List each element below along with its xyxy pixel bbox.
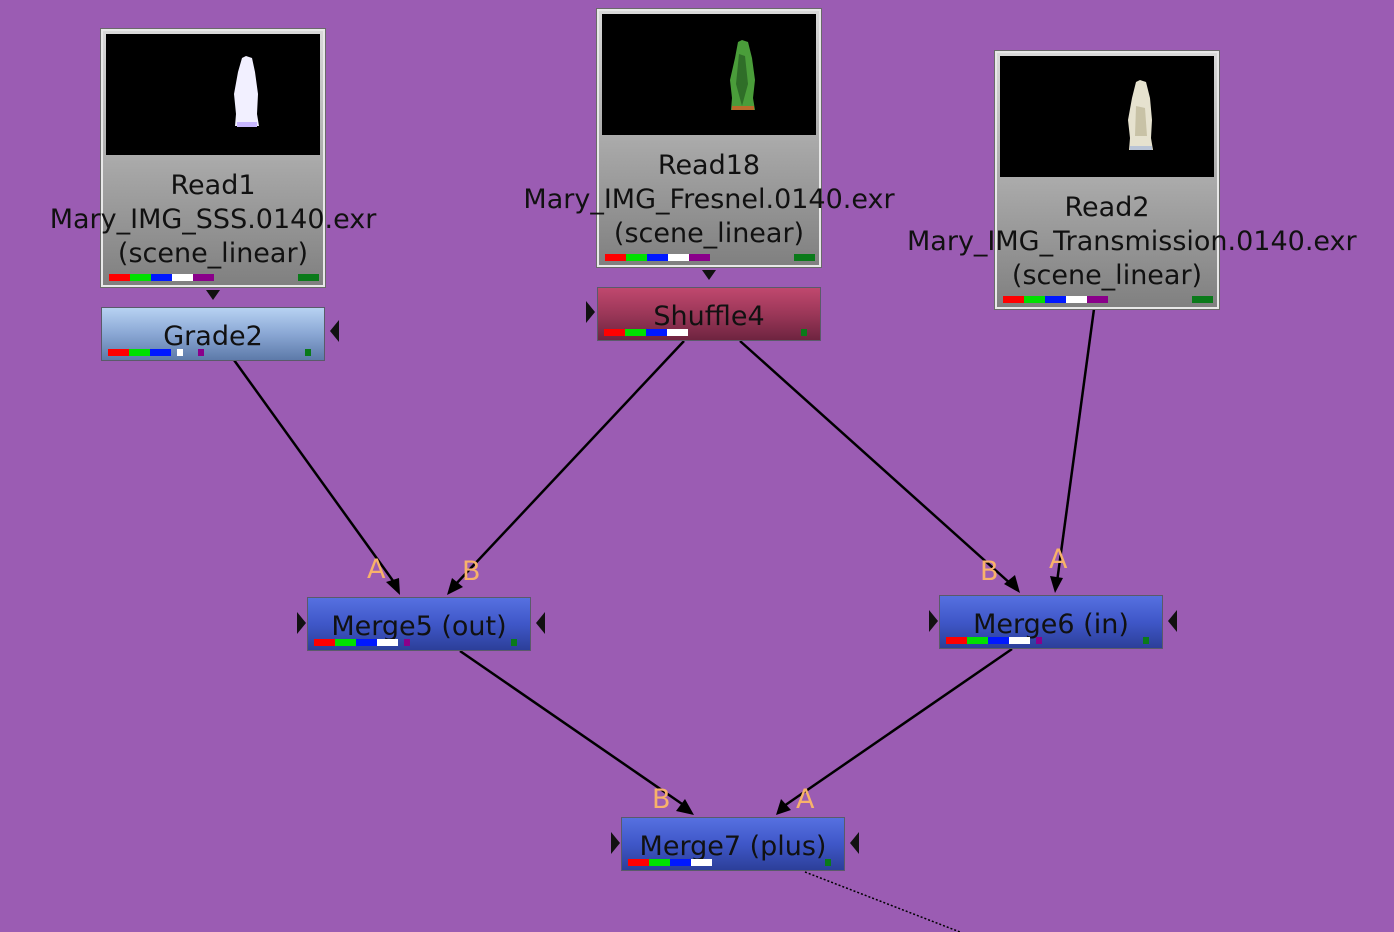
read1-filename: Mary_IMG_SSS.0140.exr bbox=[49, 204, 377, 235]
read1-colorspace: (scene_linear) bbox=[117, 238, 309, 269]
merge5-input-b-label: B bbox=[462, 556, 481, 587]
read2-node[interactable]: Read2 Mary_IMG_Transmission.0140.exr (sc… bbox=[907, 50, 1357, 310]
read18-colorspace: (scene_linear) bbox=[613, 218, 805, 249]
merge7-label: Merge7 (plus) bbox=[639, 831, 827, 862]
arrowhead-merge7-b bbox=[676, 799, 694, 815]
read2-filename: Mary_IMG_Transmission.0140.exr bbox=[907, 226, 1357, 257]
read18-name: Read18 bbox=[657, 150, 761, 181]
shuffle4-node[interactable]: Shuffle4 bbox=[597, 287, 821, 341]
read1-channel-bar bbox=[109, 274, 214, 281]
read1-name: Read1 bbox=[170, 170, 256, 201]
merge6-input-a-label: A bbox=[1049, 544, 1068, 575]
merge7-mask-input-arrow[interactable] bbox=[850, 832, 859, 854]
merge5-label: Merge5 (out) bbox=[331, 611, 507, 642]
wire-shuffle4-to-merge6-b bbox=[739, 340, 1013, 586]
read2-colorspace: (scene_linear) bbox=[1011, 260, 1203, 291]
read2-thumbnail bbox=[1000, 56, 1214, 177]
read1-node[interactable]: Read1 Mary_IMG_SSS.0140.exr (scene_linea… bbox=[50, 28, 376, 288]
merge7-node[interactable]: Merge7 (plus) bbox=[621, 817, 845, 871]
merge7-channel-bar bbox=[628, 859, 712, 866]
merge5-input-arrow[interactable] bbox=[297, 612, 306, 634]
shuffle4-status-indicator bbox=[801, 329, 807, 336]
output-wire-dotted bbox=[804, 871, 961, 932]
read18-channel-bar bbox=[605, 254, 710, 261]
merge6-mask-input-arrow[interactable] bbox=[1168, 610, 1177, 632]
shuffle4-channel-bar bbox=[604, 329, 688, 336]
arrowhead-merge5-b bbox=[447, 578, 463, 595]
read2-label: Read2 Mary_IMG_Transmission.0140.exr (sc… bbox=[907, 191, 1357, 293]
merge7-input-b-label: B bbox=[652, 784, 671, 815]
wire-grade2-to-merge5-a bbox=[232, 359, 398, 586]
arrowhead-merge6-a bbox=[1050, 576, 1063, 593]
arrowhead-merge7-a bbox=[776, 799, 791, 815]
merge5-mask-input-arrow[interactable] bbox=[536, 612, 545, 634]
shuffle4-label: Shuffle4 bbox=[653, 301, 765, 332]
merge6-label: Merge6 (in) bbox=[973, 609, 1129, 640]
shuffle4-input-arrow[interactable] bbox=[586, 301, 595, 323]
merge6-node[interactable]: Merge6 (in) bbox=[939, 595, 1163, 649]
grade2-label: Grade2 bbox=[163, 321, 263, 352]
read1-output-arrow bbox=[206, 290, 220, 300]
read18-label: Read18 Mary_IMG_Fresnel.0140.exr (scene_… bbox=[509, 149, 909, 251]
grade2-node[interactable]: Grade2 bbox=[101, 307, 325, 361]
merge5-input-a-label: A bbox=[367, 554, 386, 585]
read1-status-indicator bbox=[298, 274, 319, 281]
read18-thumbnail bbox=[602, 14, 816, 135]
wire-shuffle4-to-merge5-b bbox=[454, 340, 685, 586]
merge7-status-indicator bbox=[825, 859, 831, 866]
read18-filename: Mary_IMG_Fresnel.0140.exr bbox=[523, 184, 895, 215]
read1-label: Read1 Mary_IMG_SSS.0140.exr (scene_linea… bbox=[13, 169, 413, 271]
merge7-input-a-label: A bbox=[796, 784, 815, 815]
wire-merge5-to-merge7-b bbox=[459, 649, 686, 808]
merge6-input-b-label: B bbox=[980, 556, 999, 587]
grade2-channel-bar bbox=[108, 349, 204, 356]
read18-output-arrow bbox=[702, 270, 716, 280]
merge5-channel-bar bbox=[314, 639, 410, 646]
arrowhead-merge5-a bbox=[386, 578, 400, 595]
read2-channel-bar bbox=[1003, 296, 1108, 303]
read18-node[interactable]: Read18 Mary_IMG_Fresnel.0140.exr (scene_… bbox=[523, 8, 895, 268]
read18-status-indicator bbox=[794, 254, 815, 261]
grade2-mask-input-arrow[interactable] bbox=[330, 320, 339, 342]
grade2-status-indicator bbox=[305, 349, 311, 356]
merge6-channel-bar bbox=[946, 637, 1042, 644]
merge6-status-indicator bbox=[1143, 637, 1149, 644]
merge5-node[interactable]: Merge5 (out) bbox=[307, 597, 531, 651]
arrowhead-merge6-b bbox=[1004, 575, 1020, 593]
wire-merge6-to-merge7-a bbox=[783, 647, 1013, 808]
read2-name: Read2 bbox=[1064, 192, 1150, 223]
merge5-status-indicator bbox=[511, 639, 517, 646]
read2-status-indicator bbox=[1192, 296, 1213, 303]
wire-read2-to-merge6-a bbox=[1055, 308, 1096, 583]
merge7-input-arrow[interactable] bbox=[611, 832, 620, 854]
merge6-input-arrow[interactable] bbox=[929, 610, 938, 632]
read1-thumbnail bbox=[106, 34, 320, 155]
